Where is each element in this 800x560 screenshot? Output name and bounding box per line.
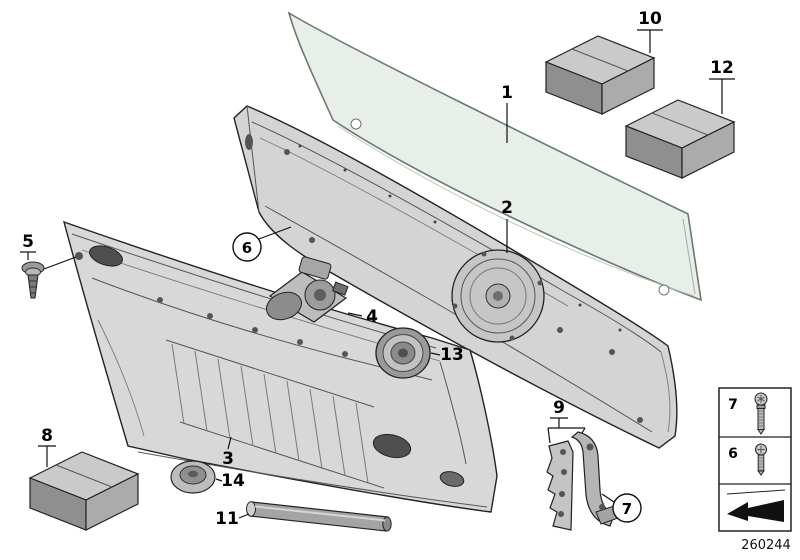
leader-7 (601, 493, 615, 503)
legend-label-6: 6 (728, 446, 738, 462)
drive-motor (266, 256, 349, 323)
speaker-opening (451, 249, 545, 343)
leader-13 (430, 352, 441, 356)
box-part-8 (28, 451, 140, 531)
callout-8[interactable]: 8 (41, 426, 53, 446)
leader-5b (43, 256, 77, 270)
panel-ribs (171, 343, 369, 484)
direction-arrow-icon (727, 500, 784, 522)
leader-3 (227, 436, 232, 450)
legend-row-arrow (726, 489, 786, 522)
callout-7-circle[interactable] (612, 493, 642, 523)
callout-3[interactable]: 3 (222, 449, 234, 469)
callout-5[interactable]: 5 (22, 232, 34, 252)
callout-2[interactable]: 2 (501, 198, 513, 218)
bracket-plate (546, 440, 574, 531)
cap (170, 460, 216, 494)
leader-6 (258, 226, 292, 240)
leader-14 (215, 478, 223, 482)
callout-13[interactable]: 13 (440, 345, 464, 365)
leader-9c (547, 427, 551, 444)
callout-9[interactable]: 9 (553, 398, 565, 418)
partition-panel (233, 105, 678, 449)
grommet (375, 327, 431, 379)
expanding-rivet (21, 261, 45, 299)
box-part-10 (544, 35, 656, 115)
tube (246, 501, 392, 532)
leader-9d (581, 427, 586, 434)
callout-6[interactable]: 6 (242, 239, 252, 257)
callout-1[interactable]: 1 (501, 83, 513, 103)
callout-12[interactable]: 12 (710, 58, 734, 78)
legend-label-7: 7 (728, 397, 738, 413)
callout-4[interactable]: 4 (366, 307, 378, 327)
legend-table: 7 6 (718, 387, 792, 532)
leader-4 (347, 312, 363, 317)
glass-hole (658, 284, 670, 296)
callout-7[interactable]: 7 (622, 500, 632, 518)
callout-14[interactable]: 14 (221, 471, 245, 491)
callouts: 1 2 3 4 5 6 7 8 9 10 11 12 13 (20, 9, 735, 529)
machine-screw-icon (755, 443, 767, 476)
glass-hole (350, 118, 362, 130)
callout-10[interactable]: 10 (638, 9, 662, 29)
callout-6-circle[interactable] (232, 232, 262, 262)
rear-window-glass (287, 11, 702, 302)
callout-11[interactable]: 11 (215, 509, 239, 529)
box-part-12 (624, 99, 736, 179)
legend-row-7: 7 (728, 392, 768, 435)
diagram-number: 260244 (741, 538, 791, 553)
torx-screw-icon (754, 392, 768, 435)
legend-row-6: 6 (728, 443, 767, 476)
leader-11 (238, 513, 250, 519)
